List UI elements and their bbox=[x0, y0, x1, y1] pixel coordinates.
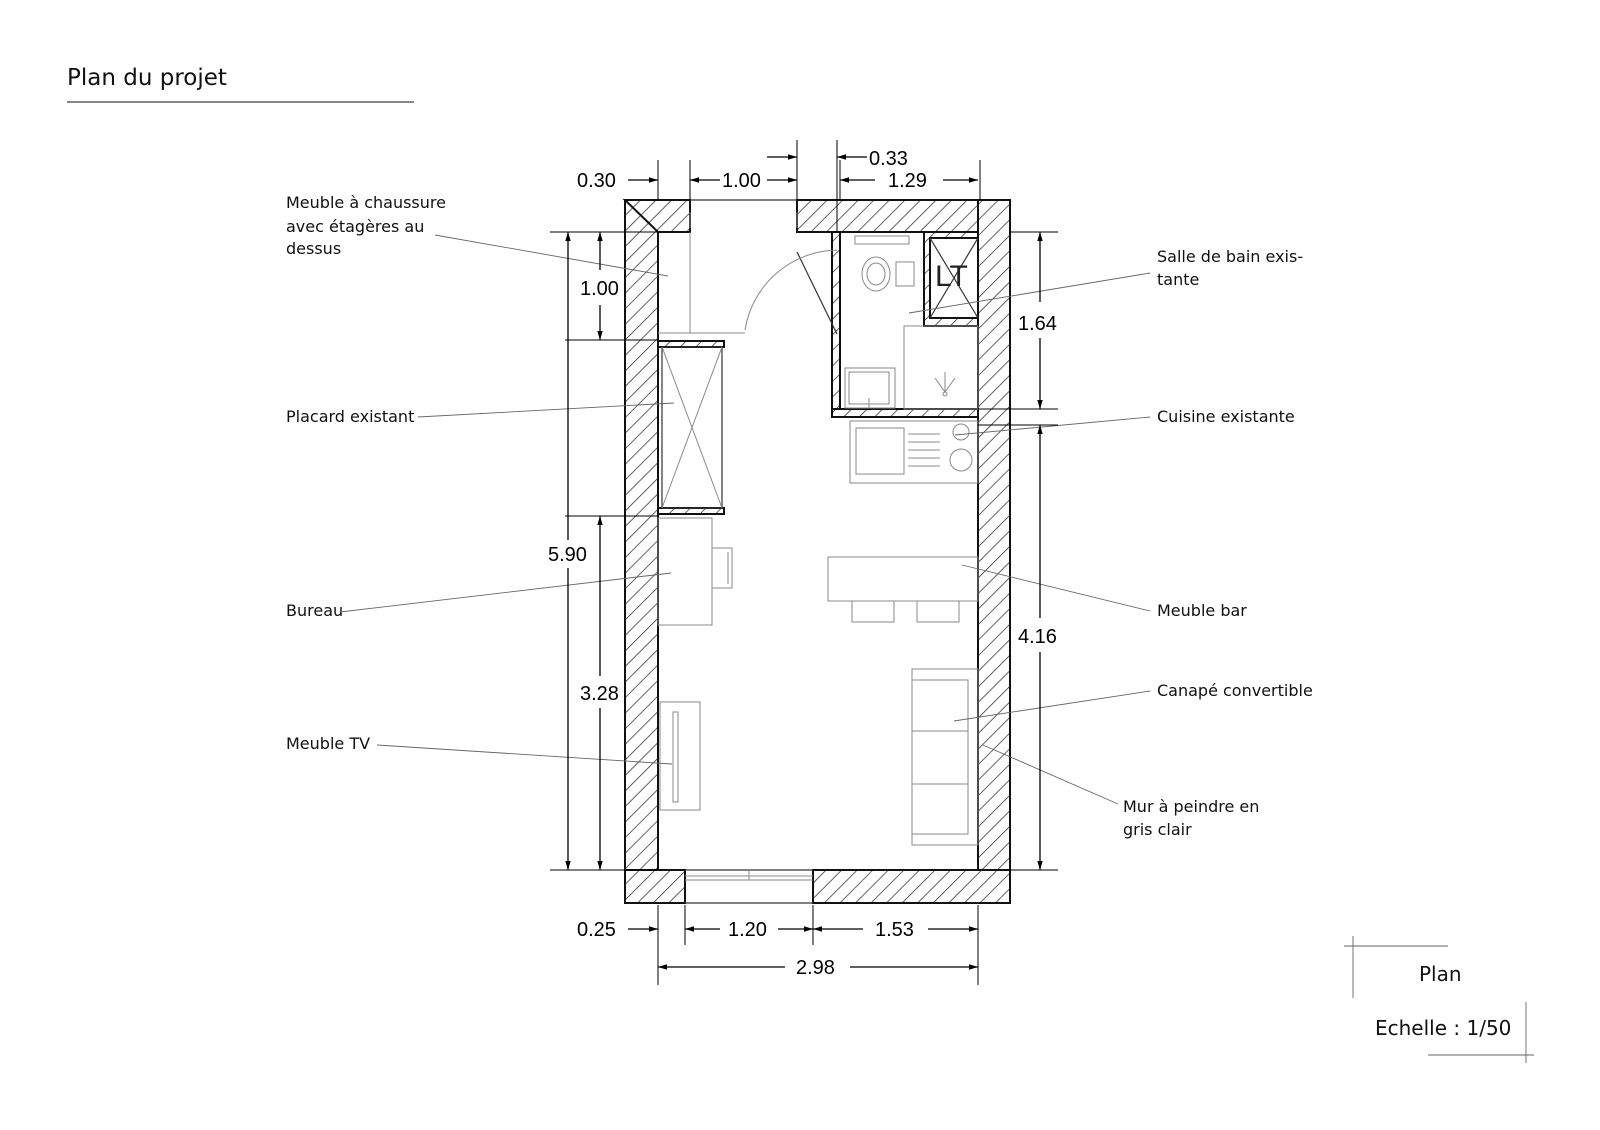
lt-label: LT bbox=[935, 260, 968, 293]
hob-ring-1 bbox=[952, 423, 970, 441]
bar-stool-2 bbox=[916, 600, 960, 623]
bath-wall-bottom bbox=[831, 408, 979, 418]
bottom-wall-right bbox=[812, 869, 1011, 904]
tv-unit bbox=[659, 701, 701, 811]
dim-label: 1.64 bbox=[1018, 313, 1057, 335]
dim-label: 0.25 bbox=[577, 919, 616, 941]
leader-lines bbox=[339, 234, 1151, 805]
label-closet: Placard existant bbox=[286, 407, 414, 426]
label-line: Placard existant bbox=[286, 407, 414, 426]
dim-label: 0.33 bbox=[869, 148, 908, 170]
bar-counter bbox=[827, 556, 979, 602]
bathroom: LT bbox=[844, 235, 979, 410]
dim-label: 2.98 bbox=[796, 957, 835, 979]
label-line: tante bbox=[1157, 270, 1199, 289]
right-wall bbox=[977, 199, 1011, 904]
cartouche-scale: Echelle : 1/50 bbox=[1375, 1016, 1511, 1040]
label-line: Bureau bbox=[286, 601, 343, 620]
shower-drain bbox=[942, 391, 948, 397]
closet-cross-b bbox=[661, 346, 723, 509]
cartouche-view: Plan bbox=[1419, 962, 1462, 986]
kitchen-counter bbox=[849, 420, 979, 484]
shower-tray bbox=[903, 325, 979, 410]
label-kitchen: Cuisine existante bbox=[1157, 407, 1295, 426]
closet-box bbox=[661, 346, 723, 509]
bar-stool-1 bbox=[851, 600, 895, 623]
tv-screen bbox=[672, 711, 679, 803]
leader-tv-unit bbox=[376, 744, 673, 765]
closet-bottom-wall bbox=[657, 507, 725, 515]
label-line: dessus bbox=[286, 239, 341, 258]
bottom-wall-left bbox=[624, 869, 686, 904]
label-sofa: Canapé convertible bbox=[1157, 681, 1313, 700]
toilet-bowl bbox=[861, 256, 891, 292]
label-line: Meuble TV bbox=[286, 734, 370, 753]
leader-kitchen bbox=[954, 416, 1151, 436]
desk bbox=[657, 517, 733, 626]
dim-label: 1.00 bbox=[580, 278, 619, 300]
dim-label: 1.20 bbox=[728, 919, 767, 941]
toilet-seat bbox=[866, 262, 886, 286]
leader-closet bbox=[417, 402, 675, 418]
label-wall-paint: Mur à peindre en gris clair bbox=[1123, 797, 1264, 839]
label-bar: Meuble bar bbox=[1157, 601, 1247, 620]
label-desk: Bureau bbox=[286, 601, 343, 620]
label-line: Cuisine existante bbox=[1157, 407, 1295, 426]
label-line: Canapé convertible bbox=[1157, 681, 1313, 700]
toilet-tank bbox=[895, 261, 915, 287]
closet-top-wall bbox=[657, 340, 725, 348]
kitchen-unit bbox=[849, 420, 979, 484]
dim-label: 1.53 bbox=[875, 919, 914, 941]
dim-label: 1.00 bbox=[722, 170, 761, 192]
label-line: Salle de bain exis- bbox=[1157, 247, 1303, 266]
bath-vanity-top bbox=[854, 235, 910, 245]
leader-sofa bbox=[953, 690, 1151, 722]
leader-shoe-cabinet bbox=[434, 234, 669, 277]
washbasin bbox=[844, 367, 896, 409]
label-line: gris clair bbox=[1123, 820, 1192, 839]
sofa bbox=[911, 668, 979, 846]
kitchen-sink bbox=[855, 427, 905, 475]
shower-drain-b bbox=[944, 377, 956, 393]
closet bbox=[661, 346, 723, 509]
label-line: Meuble bar bbox=[1157, 601, 1247, 620]
sofa-seat bbox=[911, 679, 969, 835]
leader-bar bbox=[961, 564, 1151, 612]
label-bathroom: Salle de bain exis- tante bbox=[1157, 247, 1308, 289]
label-line: Meuble à chaussure bbox=[286, 193, 446, 212]
dim-label: 0.30 bbox=[577, 170, 616, 192]
dim-label: 3.28 bbox=[580, 683, 619, 705]
leader-desk bbox=[339, 572, 672, 613]
entry-door-arc bbox=[744, 249, 838, 331]
entry-door-leaf bbox=[796, 251, 838, 335]
left-wall bbox=[624, 199, 659, 871]
dimensions: 0.30 1.00 0.33 1.29 5.90 1.00 3.28 bbox=[548, 140, 1058, 985]
label-tv-unit: Meuble TV bbox=[286, 734, 370, 753]
bath-wall-left bbox=[831, 231, 841, 418]
desk-top bbox=[657, 517, 713, 626]
lt-cross-b bbox=[929, 237, 979, 319]
dim-label: 4.16 bbox=[1018, 626, 1057, 648]
shower-drain-a bbox=[934, 377, 946, 393]
leader-wall-paint bbox=[982, 744, 1119, 805]
bar bbox=[827, 556, 979, 623]
desk-chair bbox=[711, 547, 733, 589]
window bbox=[685, 869, 813, 904]
label-line: avec étagères au bbox=[286, 217, 424, 236]
label-line: Mur à peindre en bbox=[1123, 797, 1259, 816]
label-shoe-cabinet: Meuble à chaussure avec étagères au dess… bbox=[286, 193, 451, 258]
leader-bathroom bbox=[908, 272, 1151, 314]
title-block: Plan Echelle : 1/50 bbox=[1344, 936, 1534, 1063]
hob-ring-2 bbox=[949, 448, 973, 472]
dim-label: 1.29 bbox=[888, 170, 927, 192]
tv-cabinet bbox=[659, 701, 701, 811]
dim-label: 5.90 bbox=[548, 544, 587, 566]
page-title: Plan du projet bbox=[67, 65, 227, 91]
